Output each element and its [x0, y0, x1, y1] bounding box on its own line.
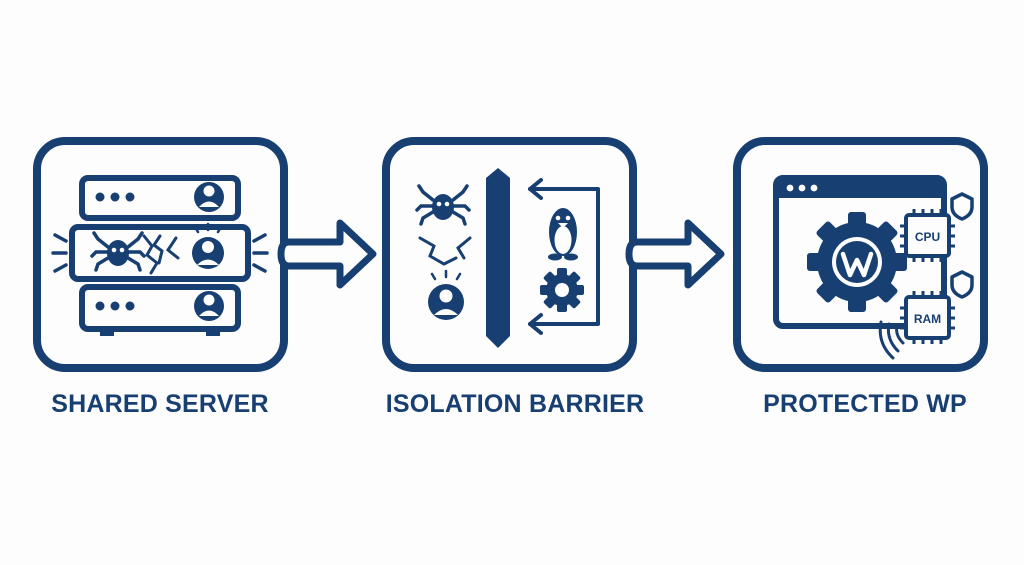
alarm-rays: [51, 233, 269, 273]
crack-icon: [418, 236, 472, 266]
linux-penguin-icon: [548, 208, 578, 261]
user-icon: [194, 291, 224, 321]
barrier-wall-icon: [486, 168, 510, 348]
return-bracket: [528, 178, 600, 335]
crack-icon: [142, 234, 180, 275]
user-icon: [194, 182, 224, 212]
distressed-user-icon: [192, 222, 224, 269]
ram-chip-icon: RAM: [900, 291, 955, 344]
step-label-isolation-barrier: ISOLATION BARRIER: [385, 390, 645, 418]
ram-label: RAM: [914, 312, 941, 326]
step-label-shared-server: SHARED SERVER: [51, 390, 269, 418]
step-label-protected-wp: PROTECTED WP: [763, 390, 967, 418]
server-rack-icon: [69, 175, 251, 336]
cpu-label: CPU: [915, 230, 940, 244]
cpu-chip-icon: CPU: [900, 209, 955, 262]
spider-icon: [415, 184, 471, 226]
signal-waves-icon: [878, 320, 905, 360]
step-shared-server: [33, 137, 288, 372]
shield-icon: [950, 270, 974, 299]
spider-icon: [90, 231, 146, 272]
gear-icon: [540, 268, 584, 312]
step-isolation-barrier: [382, 137, 637, 372]
arrow-right-icon: [625, 219, 725, 289]
step-protected-wp: CPU RAM: [733, 137, 988, 372]
shield-icon: [950, 192, 974, 221]
arrow-right-icon: [277, 219, 377, 289]
distressed-user-icon: [428, 269, 464, 320]
step-frame: [733, 137, 988, 372]
wordpress-gear-icon: [807, 212, 907, 312]
